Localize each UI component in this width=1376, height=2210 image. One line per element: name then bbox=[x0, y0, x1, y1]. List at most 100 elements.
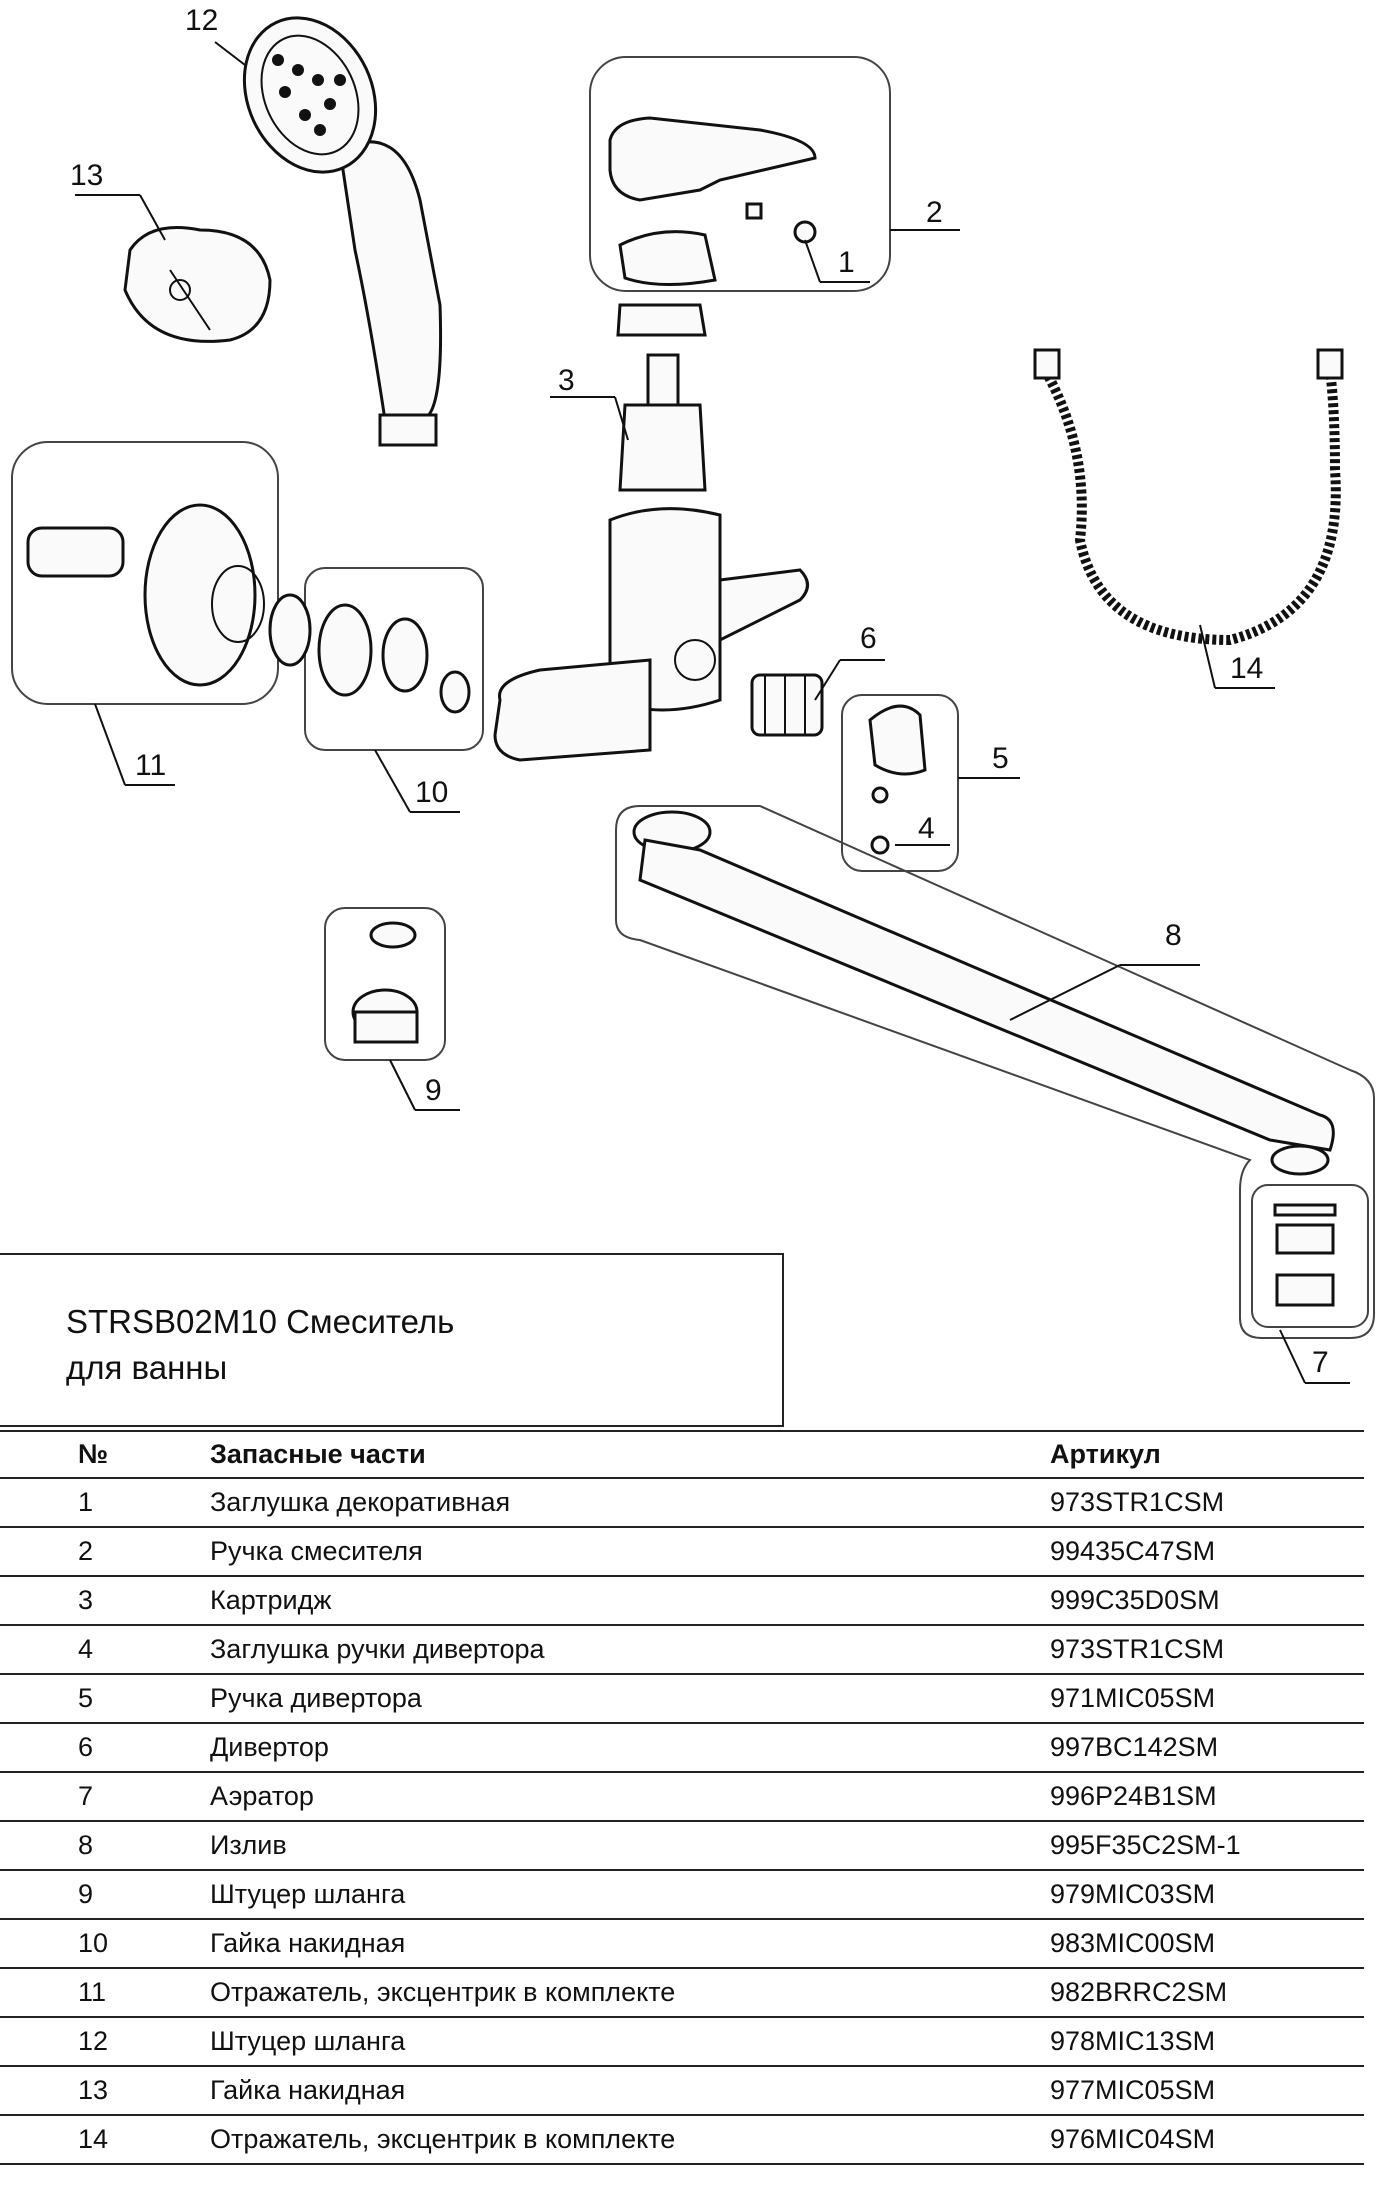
group-frame-5 bbox=[841, 694, 959, 872]
header-spare-parts: Запасные части bbox=[210, 1430, 1050, 1479]
row-part-name: Штуцер шланга bbox=[210, 1869, 1050, 1920]
exploded-view-diagram: 1 2 3 4 5 6 7 8 9 10 11 12 13 14 bbox=[11, 4, 1375, 1384]
row-number: 11 bbox=[0, 1967, 210, 2018]
row-number: 9 bbox=[0, 1869, 210, 1920]
row-part-name: Отражатель, эксцентрик в комплекте bbox=[210, 1967, 1050, 2018]
product-title: STRSB02M10 Смеситель для ванны bbox=[66, 1303, 455, 1386]
row-part-name: Гайка накидная bbox=[210, 2065, 1050, 2116]
callout-1: 1 bbox=[838, 246, 855, 279]
row-part-name: Отражатель, эксцентрик в комплекте bbox=[210, 2114, 1050, 2165]
row-article: 996P24B1SM bbox=[1050, 1771, 1364, 1822]
row-part-name: Заглушка декоративная bbox=[210, 1477, 1050, 1528]
header-article: Артикул bbox=[1050, 1430, 1364, 1479]
row-article: 999C35D0SM bbox=[1050, 1575, 1364, 1626]
row-number: 12 bbox=[0, 2016, 210, 2067]
callout-4: 4 bbox=[918, 812, 935, 845]
table-header-row: № Запасные части Артикул bbox=[0, 1430, 1364, 1479]
row-article: 973STR1CSM bbox=[1050, 1624, 1364, 1675]
row-article: 995F35C2SM-1 bbox=[1050, 1820, 1364, 1871]
row-number: 14 bbox=[0, 2114, 210, 2165]
hose-fitting-part bbox=[351, 921, 419, 1044]
spout-part bbox=[632, 810, 1335, 1176]
callout-10: 10 bbox=[415, 776, 448, 809]
group-frame-8 bbox=[615, 805, 1375, 1339]
callout-9: 9 bbox=[425, 1074, 442, 1107]
row-part-name: Ручка смесителя bbox=[210, 1526, 1050, 1577]
callout-13: 13 bbox=[70, 159, 103, 192]
row-part-name: Гайка накидная bbox=[210, 1918, 1050, 1969]
row-article: 982BRRC2SM bbox=[1050, 1967, 1364, 2018]
row-article: 977MIC05SM bbox=[1050, 2065, 1364, 2116]
callout-8: 8 bbox=[1165, 919, 1182, 952]
callout-6: 6 bbox=[860, 622, 877, 655]
group-frame-7 bbox=[1251, 1184, 1369, 1328]
shower-holder-part bbox=[123, 226, 272, 343]
hand-shower-part bbox=[242, 16, 443, 447]
row-article: 997BC142SM bbox=[1050, 1722, 1364, 1773]
row-article: 99435C47SM bbox=[1050, 1526, 1364, 1577]
row-part-name: Аэратор bbox=[210, 1771, 1050, 1822]
row-article: 976MIC04SM bbox=[1050, 2114, 1364, 2165]
row-part-name: Дивертор bbox=[210, 1722, 1050, 1773]
callout-12: 12 bbox=[185, 4, 218, 37]
row-article: 978MIC13SM bbox=[1050, 2016, 1364, 2067]
row-part-name: Заглушка ручки дивертора bbox=[210, 1624, 1050, 1675]
callout-5: 5 bbox=[992, 742, 1009, 775]
row-number: 6 bbox=[0, 1722, 210, 1773]
diverter-part bbox=[750, 673, 824, 737]
row-article: 971MIC05SM bbox=[1050, 1673, 1364, 1724]
callout-3: 3 bbox=[558, 364, 575, 397]
group-frame-9 bbox=[324, 907, 446, 1061]
row-number: 2 bbox=[0, 1526, 210, 1577]
mixer-handle-part bbox=[608, 116, 817, 286]
row-part-name: Картридж bbox=[210, 1575, 1050, 1626]
row-part-name: Излив bbox=[210, 1820, 1050, 1871]
callout-11: 11 bbox=[135, 749, 166, 782]
flexible-hose-part bbox=[1033, 348, 1344, 646]
group-frame-10 bbox=[304, 567, 484, 751]
row-article: 979MIC03SM bbox=[1050, 1869, 1364, 1920]
row-part-name: Ручка дивертора bbox=[210, 1673, 1050, 1724]
row-article: 983MIC00SM bbox=[1050, 1918, 1364, 1969]
group-frame-2 bbox=[589, 56, 891, 292]
union-nut-part bbox=[317, 603, 471, 714]
row-number: 1 bbox=[0, 1477, 210, 1528]
cartridge-part bbox=[616, 303, 707, 492]
diverter-handle-part bbox=[868, 704, 927, 855]
group-frame-11 bbox=[11, 441, 279, 705]
reflector-part bbox=[26, 503, 312, 687]
row-number: 3 bbox=[0, 1575, 210, 1626]
row-article: 973STR1CSM bbox=[1050, 1477, 1364, 1528]
row-number: 10 bbox=[0, 1918, 210, 1969]
mixer-body-part bbox=[493, 507, 809, 762]
callout-14: 14 bbox=[1230, 652, 1263, 685]
row-number: 7 bbox=[0, 1771, 210, 1822]
callout-7: 7 bbox=[1312, 1346, 1329, 1379]
title-box: STRSB02M10 Смеситель для ванны bbox=[0, 1253, 784, 1427]
row-number: 5 bbox=[0, 1673, 210, 1724]
row-part-name: Штуцер шланга bbox=[210, 2016, 1050, 2067]
header-number: № bbox=[0, 1430, 210, 1479]
row-number: 4 bbox=[0, 1624, 210, 1675]
aerator-part bbox=[1273, 1203, 1337, 1307]
leader-lines bbox=[75, 41, 1350, 1384]
callout-2: 2 bbox=[926, 196, 943, 229]
row-number: 13 bbox=[0, 2065, 210, 2116]
row-number: 8 bbox=[0, 1820, 210, 1871]
